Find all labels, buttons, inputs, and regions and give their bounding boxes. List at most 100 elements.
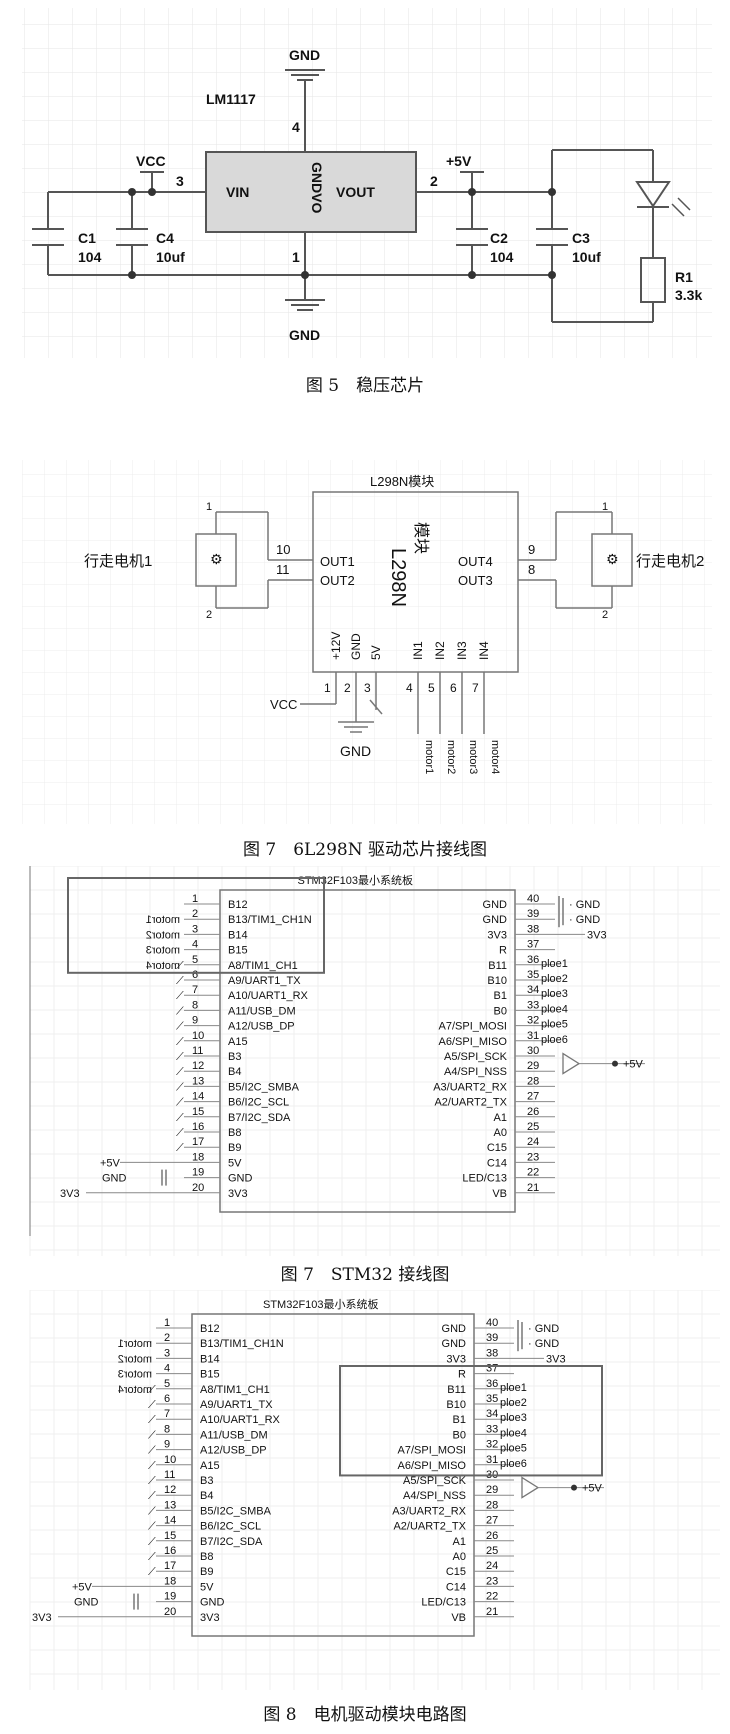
right-pin-label: LED/C13 bbox=[462, 1173, 507, 1185]
left-3v3-label: 3V3 bbox=[32, 1612, 52, 1624]
left-pin-number: 8 bbox=[192, 999, 198, 1011]
c1-value: 104 bbox=[78, 249, 102, 265]
left-pin-label: A15 bbox=[200, 1460, 220, 1472]
pin-5: 5 bbox=[428, 681, 435, 695]
right-pin-label: A7/SPI_MOSI bbox=[398, 1445, 466, 1457]
right-pin-number: 35 bbox=[527, 969, 539, 981]
no-connect-marker: ⟋ bbox=[148, 1399, 156, 1411]
left-pin-number: 4 bbox=[164, 1363, 170, 1375]
c2-value: 104 bbox=[490, 249, 514, 265]
right-pin-label: LED/C13 bbox=[421, 1597, 466, 1609]
right-pin-label: A1 bbox=[494, 1112, 507, 1124]
left-pin-label: A8/TIM1_CH1 bbox=[228, 960, 298, 972]
left-pin-label: B9 bbox=[228, 1142, 241, 1154]
no-connect-marker: ⟋ bbox=[176, 1005, 184, 1017]
right-pin-label: C15 bbox=[446, 1566, 466, 1578]
left-pin-label: 5V bbox=[200, 1581, 214, 1593]
label-in1: IN1 bbox=[411, 641, 425, 660]
right-pin-label: A3/UART2_RX bbox=[392, 1505, 466, 1517]
right-pin-number: 21 bbox=[527, 1182, 539, 1194]
left-gnd-label: GND bbox=[74, 1597, 99, 1609]
right-pin-number: 24 bbox=[486, 1560, 498, 1572]
left-pin-number: 7 bbox=[164, 1408, 170, 1420]
highlight-box-pole-pins bbox=[339, 1365, 603, 1477]
l298n-chip bbox=[312, 491, 519, 673]
led-symbol bbox=[635, 181, 691, 217]
highlight-box-motor-pins bbox=[67, 877, 325, 974]
right-pin-number: 28 bbox=[527, 1075, 539, 1087]
right-pin-label: A6/SPI_MISO bbox=[439, 1036, 508, 1048]
no-connect-marker: ⟋ bbox=[176, 1097, 184, 1109]
pin-6: 6 bbox=[450, 681, 457, 695]
left-pin-label: A10/UART1_RX bbox=[228, 990, 309, 1002]
right-pin-label: A7/SPI_MOSI bbox=[439, 1021, 507, 1033]
left-pin-number: 18 bbox=[192, 1151, 204, 1163]
right-pin-number: 31 bbox=[486, 1454, 498, 1466]
no-connect-marker: ⟋ bbox=[148, 1521, 156, 1533]
right-pin-number: 22 bbox=[486, 1591, 498, 1603]
right-pin-number: 32 bbox=[486, 1439, 498, 1451]
pole-net-label: ploe4 bbox=[500, 1427, 527, 1439]
motor-net-label: motor4 bbox=[146, 960, 180, 972]
left-pin-number: 9 bbox=[164, 1439, 170, 1451]
right-pin-number: 33 bbox=[486, 1423, 498, 1435]
no-connect-marker: ⟋ bbox=[148, 1475, 156, 1487]
gnd-net-label: · GND bbox=[528, 1323, 559, 1335]
right-pin-label: R bbox=[458, 1369, 466, 1381]
pole-net-label: ploe3 bbox=[500, 1412, 527, 1424]
no-connect-marker: ⟋ bbox=[148, 1384, 156, 1396]
left-pin-number: 12 bbox=[192, 1060, 204, 1072]
left-pin-label: B14 bbox=[200, 1353, 220, 1365]
chip-name: LM1117 bbox=[206, 91, 256, 107]
left-pin-label: 3V3 bbox=[200, 1612, 220, 1624]
gnd-symbol bbox=[338, 721, 374, 733]
gnd-label: GND bbox=[340, 743, 371, 759]
pin-8: 8 bbox=[528, 562, 535, 577]
motor-net-label: motor1 bbox=[118, 1338, 152, 1350]
pole-net-label: ploe6 bbox=[500, 1458, 527, 1470]
label-in3: IN3 bbox=[455, 641, 469, 660]
no-connect-marker: ⟋ bbox=[148, 1460, 156, 1472]
right-pin-number: 26 bbox=[486, 1530, 498, 1542]
no-connect-marker: ⟋ bbox=[176, 1112, 184, 1124]
left-pin-number: 13 bbox=[164, 1499, 176, 1511]
regulator-schematic: VIN VOUT GNDVO LM1117 3 2 1 4 GND GND VC… bbox=[22, 8, 712, 358]
r1-ref: R1 bbox=[675, 269, 693, 285]
left-pin-number: 20 bbox=[164, 1606, 176, 1618]
no-connect-marker: ⟋ bbox=[176, 960, 184, 972]
left-pin-label: B7/I2C_SDA bbox=[200, 1536, 263, 1548]
pin-number-in: 3 bbox=[176, 173, 184, 189]
left-pin-label: B14 bbox=[228, 929, 248, 941]
gnd-symbol-top bbox=[285, 69, 325, 81]
gnd-top-label: GND bbox=[289, 47, 320, 63]
gnd-bottom-label: GND bbox=[289, 327, 320, 343]
no-connect-marker: ⟋ bbox=[148, 1505, 156, 1517]
left-pin-label: GND bbox=[228, 1173, 253, 1185]
left-pin-number: 14 bbox=[164, 1515, 176, 1527]
left-5v-label: +5V bbox=[100, 1157, 121, 1169]
c3-ref: C3 bbox=[572, 230, 590, 246]
no-connect-marker: ⟋ bbox=[148, 1536, 156, 1548]
right-pin-number: 27 bbox=[527, 1091, 539, 1103]
pin-11: 11 bbox=[276, 562, 290, 577]
motor-net-label: motor3 bbox=[118, 1369, 152, 1381]
out1-label: OUT1 bbox=[320, 554, 355, 569]
net-motor2: motor2 bbox=[445, 740, 457, 774]
right-pin-label: A5/SPI_SCK bbox=[444, 1051, 508, 1063]
right-pin-number: 28 bbox=[486, 1499, 498, 1511]
left-pin-label: B6/I2C_SCL bbox=[228, 1097, 289, 1109]
chip-label-module: 模块 bbox=[412, 522, 430, 554]
motor-right-icon: ⚙ bbox=[606, 551, 619, 567]
pin-7: 7 bbox=[472, 681, 479, 695]
pole-net-label: ploe2 bbox=[500, 1397, 527, 1409]
right-pin-label: C14 bbox=[446, 1581, 466, 1593]
left-pin-label: A11/USB_DM bbox=[200, 1429, 268, 1441]
left-pin-number: 14 bbox=[192, 1091, 204, 1103]
vin-pin-label: VIN bbox=[226, 184, 249, 200]
gnd-net-label: · GND bbox=[528, 1338, 559, 1350]
gnd-net-label: · GND bbox=[569, 899, 600, 911]
left-pin-label: A8/TIM1_CH1 bbox=[200, 1384, 270, 1396]
right-pin-number: 24 bbox=[527, 1136, 539, 1148]
left-pin-number: 10 bbox=[164, 1454, 176, 1466]
